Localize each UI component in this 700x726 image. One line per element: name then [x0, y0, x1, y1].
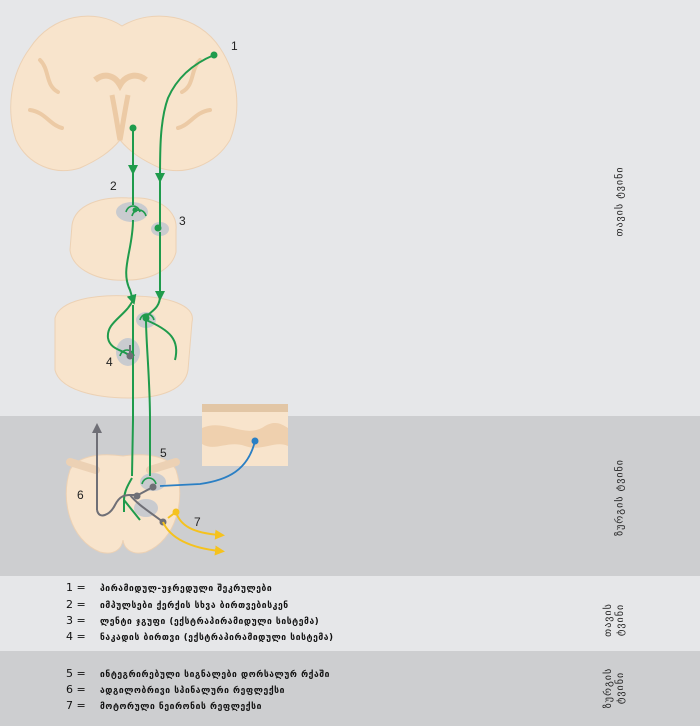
interneuron-lines — [92, 345, 164, 523]
legend-lower-side-line-2: ტვინი — [615, 671, 626, 705]
skin-tissue-inset — [202, 404, 288, 466]
legend-lower-side-line-1: ზურგის — [603, 667, 614, 709]
label-3: 3 — [179, 214, 186, 228]
legend-num: 3 = — [66, 614, 86, 627]
label-1: 1 — [231, 39, 238, 53]
legend-num: 4 = — [66, 630, 86, 643]
legend-num: 7 = — [66, 699, 86, 712]
label-6: 6 — [77, 488, 84, 502]
legend-num: 2 = — [66, 598, 86, 611]
legend-item-2: 2 = იმპულსები ქერქის სხვა ბირთვებისკენ — [66, 598, 289, 611]
legend-item-6: 6 = ადგილობრივი სპინალური რეფლექსი — [66, 683, 285, 696]
legend-upper-side-label: თავის ტვინი — [603, 590, 627, 650]
label-5: 5 — [160, 446, 167, 460]
legend-item-3: 3 = ლენტი ჯგუფი (ექსტრაპირამიდული სისტემა… — [66, 614, 319, 627]
midbrain-slice — [69, 197, 177, 281]
pons-slice — [54, 295, 193, 399]
legend-item-7: 7 = მოტორული ნეირონის რეფლექსი — [66, 699, 262, 712]
legend-text: ლენტი ჯგუფი (ექსტრაპირამიდული სისტემა) — [100, 617, 320, 627]
sensory-pathway — [159, 437, 259, 487]
legend-text: ინტეგრირებული სიგნალები დორსალურ რქაში — [100, 670, 331, 680]
legend-num: 1 = — [66, 581, 86, 594]
label-4: 4 — [106, 355, 113, 369]
legend-lower-band — [0, 651, 700, 726]
midbrain-nucleus — [116, 202, 148, 222]
upper-region-label: თავის ტვინი — [614, 166, 626, 237]
motor-pathway-lines — [106, 54, 215, 521]
legend-text: მოტორული ნეირონის რეფლექსი — [100, 702, 262, 712]
legend-text: ნაკადის ბირთვი (ექსტრაპირამიდული სისტემა… — [100, 633, 334, 643]
legend-text: ადგილობრივი სპინალური რეფლექსი — [100, 686, 285, 696]
dorsal-horn — [140, 473, 166, 491]
label-7: 7 — [194, 515, 201, 529]
legend-lower-side-label: ზურგის ტვინი — [603, 658, 627, 718]
legend-item-5: 5 = ინტეგრირებული სიგნალები დორსალურ რქაშ… — [66, 667, 330, 680]
legend-upper-side-line-2: ტვინი — [615, 603, 626, 637]
brain-section — [10, 15, 238, 172]
lower-region-label: ზურგის ტვინი — [614, 459, 626, 536]
legend-item-4: 4 = ნაკადის ბირთვი (ექსტრაპირამიდული სისტ… — [66, 630, 334, 643]
legend-upper-band — [0, 576, 700, 651]
legend-text: იმპულსები ქერქის სხვა ბირთვებისკენ — [100, 601, 289, 611]
pontine-nucleus — [116, 338, 140, 366]
legend-upper-side-line-1: თავის — [603, 603, 614, 637]
label-2: 2 — [110, 179, 117, 193]
legend-num: 5 = — [66, 667, 86, 680]
legend-item-1: 1 = პირამიდულ-უჯრედული შეკრულები — [66, 581, 272, 594]
legend-num: 6 = — [66, 683, 86, 696]
legend-text: პირამიდულ-უჯრედული შეკრულები — [100, 584, 273, 594]
